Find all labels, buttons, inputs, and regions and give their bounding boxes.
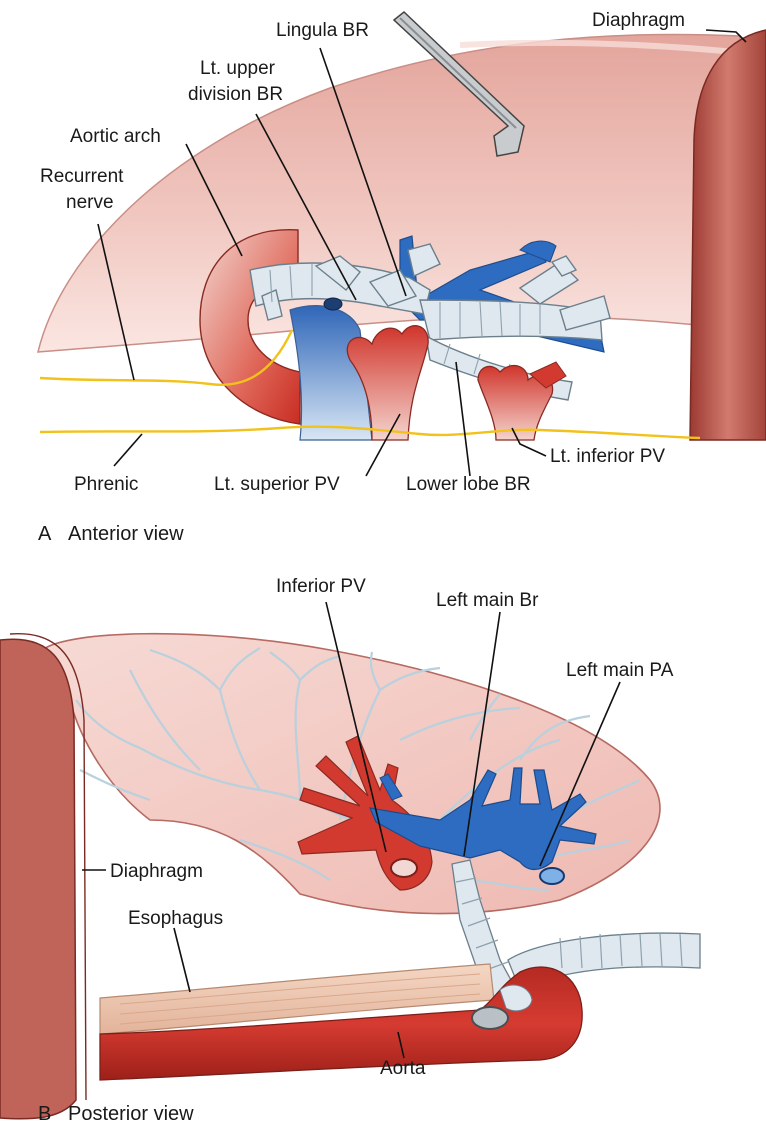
- label-left-main-pa: Left main PA: [566, 660, 674, 681]
- label-upper-division-2: division BR: [188, 84, 283, 105]
- diaphragm-left: [0, 639, 76, 1119]
- caption-a-text: Anterior view: [68, 523, 184, 545]
- label-diaphragm-a: Diaphragm: [592, 10, 685, 31]
- leader-phrenic: [114, 434, 142, 466]
- left-main-pa-ostium: [540, 868, 564, 884]
- label-lingula-br: Lingula BR: [276, 20, 369, 41]
- leader-lower-lobe: [456, 362, 470, 476]
- caption-b-letter: B: [38, 1103, 51, 1125]
- label-esophagus: Esophagus: [128, 908, 223, 929]
- label-inferior-pv-b: Inferior PV: [276, 576, 366, 597]
- label-phrenic: Phrenic: [74, 474, 138, 495]
- caption-b-text: Posterior view: [68, 1103, 194, 1125]
- leader-esophagus: [174, 928, 190, 992]
- caption-a-letter: A: [38, 523, 52, 545]
- label-aortic-arch: Aortic arch: [70, 126, 161, 147]
- label-recurrent-2: nerve: [66, 192, 114, 213]
- aorta-ostium: [472, 1007, 508, 1029]
- panel-b: Inferior PV Left main Br Left main PA Di…: [0, 576, 700, 1125]
- label-aorta: Aorta: [380, 1058, 426, 1079]
- diaphragm-right: [690, 30, 766, 440]
- label-lower-lobe-br: Lower lobe BR: [406, 474, 531, 495]
- panel-a: Diaphragm Lingula BR Lt. upper division …: [38, 10, 766, 545]
- label-inferior-pv-a: Lt. inferior PV: [550, 446, 665, 467]
- label-left-main-br: Left main Br: [436, 590, 539, 611]
- label-recurrent-1: Recurrent: [40, 166, 124, 187]
- inferior-pv-ostium: [391, 859, 417, 877]
- label-diaphragm-b: Diaphragm: [110, 861, 203, 882]
- label-upper-division-1: Lt. upper: [200, 58, 276, 79]
- label-superior-pv: Lt. superior PV: [214, 474, 340, 495]
- artery-ostium: [324, 298, 342, 310]
